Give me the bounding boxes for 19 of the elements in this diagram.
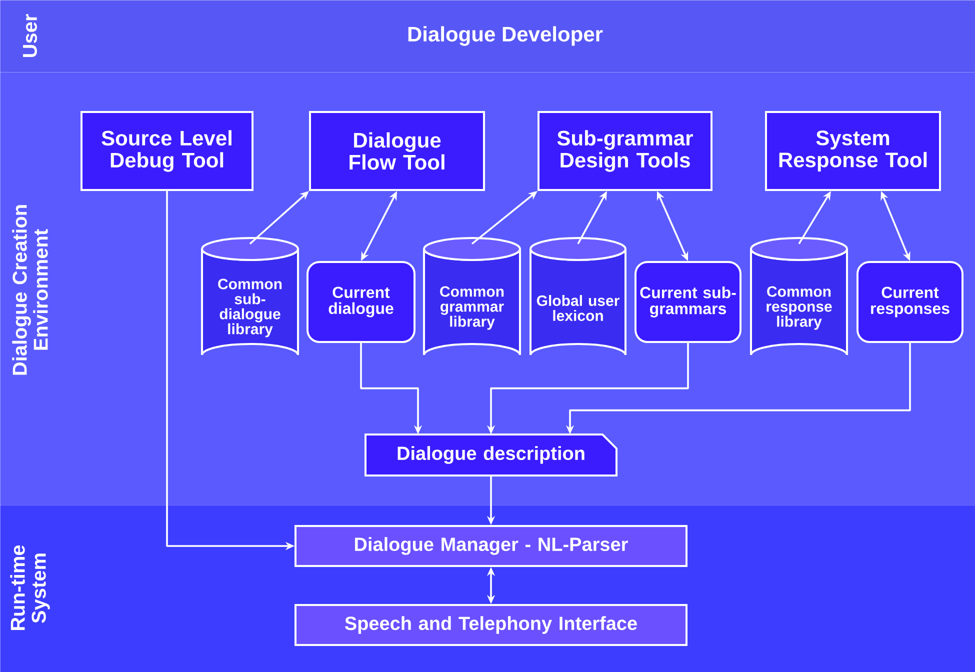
band-background bbox=[0, 0, 975, 72]
document-box: Dialogue description bbox=[364, 434, 618, 476]
tool-box: Dialogue Flow Tool bbox=[309, 111, 485, 191]
process-box: Dialogue Manager - NL-Parser bbox=[294, 525, 688, 567]
band-label: Dialogue Creation Environment bbox=[12, 205, 48, 375]
database-cylinder: Global user lexicon bbox=[530, 237, 626, 356]
database-cylinder: Common grammar library bbox=[423, 237, 521, 356]
band-label: User bbox=[23, 14, 37, 58]
rounded-box: Current dialogue bbox=[306, 261, 416, 343]
process-box: Speech and Telephony Interface bbox=[294, 604, 688, 646]
tool-box: Sub-grammar Design Tools bbox=[538, 111, 712, 191]
database-cylinder: Common sub-dialogue library bbox=[201, 237, 299, 356]
tool-box: Source Level Debug Tool bbox=[80, 111, 254, 191]
database-cylinder: Common response library bbox=[750, 237, 848, 356]
rounded-box: Current responses bbox=[856, 261, 964, 343]
tool-box: System Response Tool bbox=[765, 111, 941, 191]
band-title: Dialogue Developer bbox=[408, 26, 603, 46]
band-label: Run-time System bbox=[10, 545, 50, 630]
rounded-box: Current sub-grammars bbox=[634, 261, 742, 343]
